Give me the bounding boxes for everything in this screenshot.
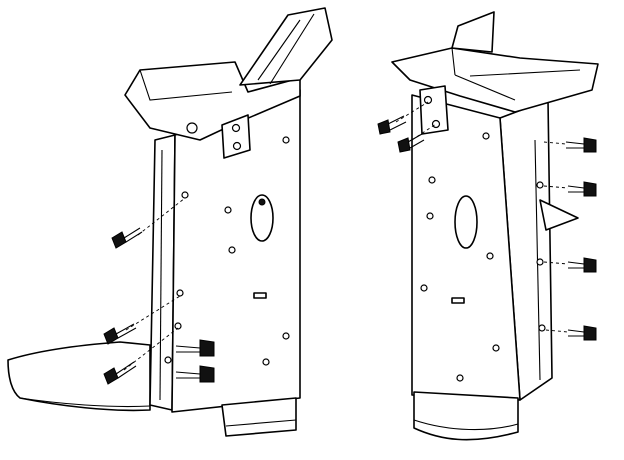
right-assembly [377,11,599,441]
right-base [413,391,519,441]
right-bolt-3 [543,137,597,153]
right-top-cap [391,47,599,113]
right-oval-opening [454,195,478,249]
right-bolt-4 [543,181,597,197]
left-oval-opening [250,194,274,242]
right-bolt-5 [543,257,597,273]
right-bolt-1 [377,101,429,135]
left-base [221,397,297,437]
right-side-fin [539,199,579,231]
right-slot [451,297,465,304]
left-plate-holes [164,136,290,366]
left-slot [253,292,267,299]
left-top-cap [124,61,301,141]
right-plate-holes [420,132,546,382]
left-bolt-1 [111,197,186,249]
left-lower-flap [7,341,151,412]
left-top-tab [221,114,251,159]
left-bolt-3 [103,327,179,385]
left-bolt-5 [175,365,215,383]
right-bolt-6 [545,325,597,341]
right-top-fin [451,11,495,53]
left-assembly [7,7,333,437]
left-bolt-4 [175,339,215,357]
left-chute [239,7,333,86]
left-side-wall [149,134,176,411]
left-bolt-2 [103,295,181,345]
right-bolt-2 [397,123,437,153]
